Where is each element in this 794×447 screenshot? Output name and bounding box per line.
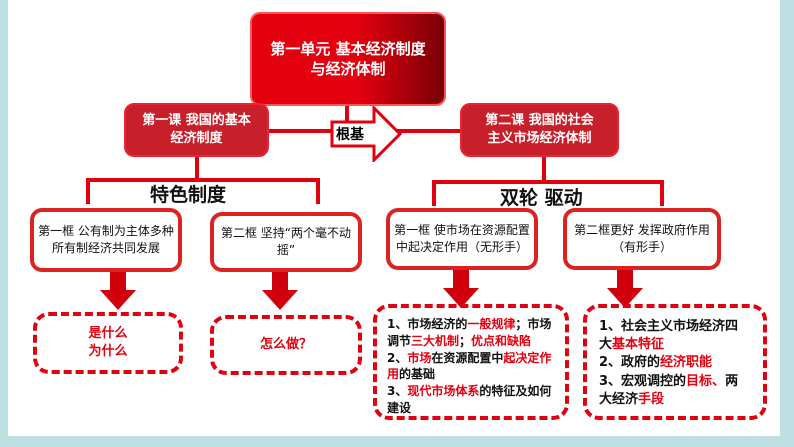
highlight: 基本特征 [612, 337, 665, 353]
text: 的基础 [399, 367, 436, 382]
note-item: 3、宏观调控的目标、两大经济手段 [599, 373, 751, 409]
bracket-right [432, 180, 664, 184]
down-arrow-icon [607, 270, 643, 308]
lesson1-line: 经济制度 [170, 131, 223, 146]
connector [542, 153, 546, 183]
lesson1-box: 第一课 我国的基本经济制度 [124, 103, 269, 157]
note-line: 怎么做？ [259, 336, 312, 352]
text: 2、 [387, 350, 408, 365]
highlight: 市场 [407, 350, 432, 365]
highlight: 现代市场体系 [407, 384, 480, 399]
down-arrow-icon [443, 270, 479, 308]
frame-1: 第一框 公有制为主体多种所有制经济共同发展 [30, 208, 182, 272]
connector [195, 153, 199, 181]
frame-text: 第一框 公有制为主体多种所有制经济共同发展 [38, 224, 174, 255]
connector [86, 178, 90, 204]
heading-right: 双轮 驱动 [500, 187, 583, 209]
text: 1、社会主义市场经济四大 [599, 319, 739, 353]
connector [660, 180, 664, 206]
note-line: 是什么 [88, 325, 128, 341]
unit-title-line: 与经济体制 [310, 60, 386, 78]
down-arrow-icon [100, 272, 136, 310]
text: 两大经济 [599, 373, 739, 407]
text: 在资源配置中 [431, 350, 504, 365]
highlight: 三大机制 [411, 333, 460, 348]
connector [316, 178, 320, 204]
note-how: 怎么做？ [210, 315, 362, 375]
highlight: 目标、 [686, 373, 726, 389]
text: 1、市场经济的 [387, 317, 468, 331]
note-item: 1、市场经济的一般规律；市场调节三大机制；优点和缺陷 [387, 316, 555, 350]
note-government: 1、社会主义市场经济四大基本特征 2、政府的经济职能 3、宏观调控的目标、两大经… [583, 304, 767, 420]
frame-4: 第二框更好 发挥政府作用（有形手） [563, 208, 721, 270]
text: ； [459, 333, 472, 348]
note-market: 1、市场经济的一般规律；市场调节三大机制；优点和缺陷 2、市场在资源配置中起决定… [373, 304, 569, 420]
lesson2-line: 主义市场经济体制 [487, 131, 592, 146]
note-item: 1、社会主义市场经济四大基本特征 [599, 318, 751, 354]
highlight: 经济职能 [660, 355, 713, 371]
note-item: 2、政府的经济职能 [599, 354, 751, 372]
highlight: 手段 [638, 391, 665, 407]
text: ；市场调节 [387, 317, 552, 348]
frame-2: 第二框 坚持“两个毫不动摇” [210, 212, 362, 272]
note-item: 3、现代市场体系的特征及如何建设 [387, 383, 555, 417]
highlight: 优点和缺陷 [471, 333, 532, 348]
lesson1-line: 第一课 我国的基本 [142, 113, 251, 129]
right-arrow-icon [330, 106, 402, 162]
text: 的特征及如何建设 [387, 384, 552, 415]
unit-title-box: 第一单元 基本经济制度与经济体制 [250, 12, 446, 106]
down-arrow-icon [262, 272, 298, 310]
lesson2-line: 第二课 我国的社会 [485, 113, 594, 129]
bracket-left [86, 178, 320, 182]
text: 3、宏观调控的 [599, 373, 687, 389]
note-item: 2、市场在资源配置中起决定作用的基础 [387, 350, 555, 384]
relation-label: 根基 [336, 127, 364, 143]
frame-text: 第二框 坚持“两个毫不动摇” [220, 226, 352, 257]
note-line: 为什么 [88, 344, 128, 359]
text: 3、 [387, 384, 408, 399]
frame-3: 第一框 使市场在资源配置中起决定作用（无形手） [386, 208, 538, 270]
frame-text: 第二框更好 发挥政府作用（有形手） [574, 223, 710, 254]
frame-text: 第一框 使市场在资源配置中起决定作用（无形手） [394, 223, 530, 254]
lesson2-box: 第二课 我国的社会主义市场经济体制 [460, 103, 619, 157]
connector [432, 180, 436, 206]
highlight: 一般规律 [467, 317, 516, 331]
highlight: 起决定作用 [387, 350, 552, 382]
unit-title-line: 第一单元 基本经济制度 [270, 39, 426, 58]
text: 2、政府的 [599, 355, 661, 371]
connector [345, 102, 349, 132]
heading-left: 特色制度 [150, 184, 227, 206]
note-what-why: 是什么为什么 [33, 312, 183, 374]
